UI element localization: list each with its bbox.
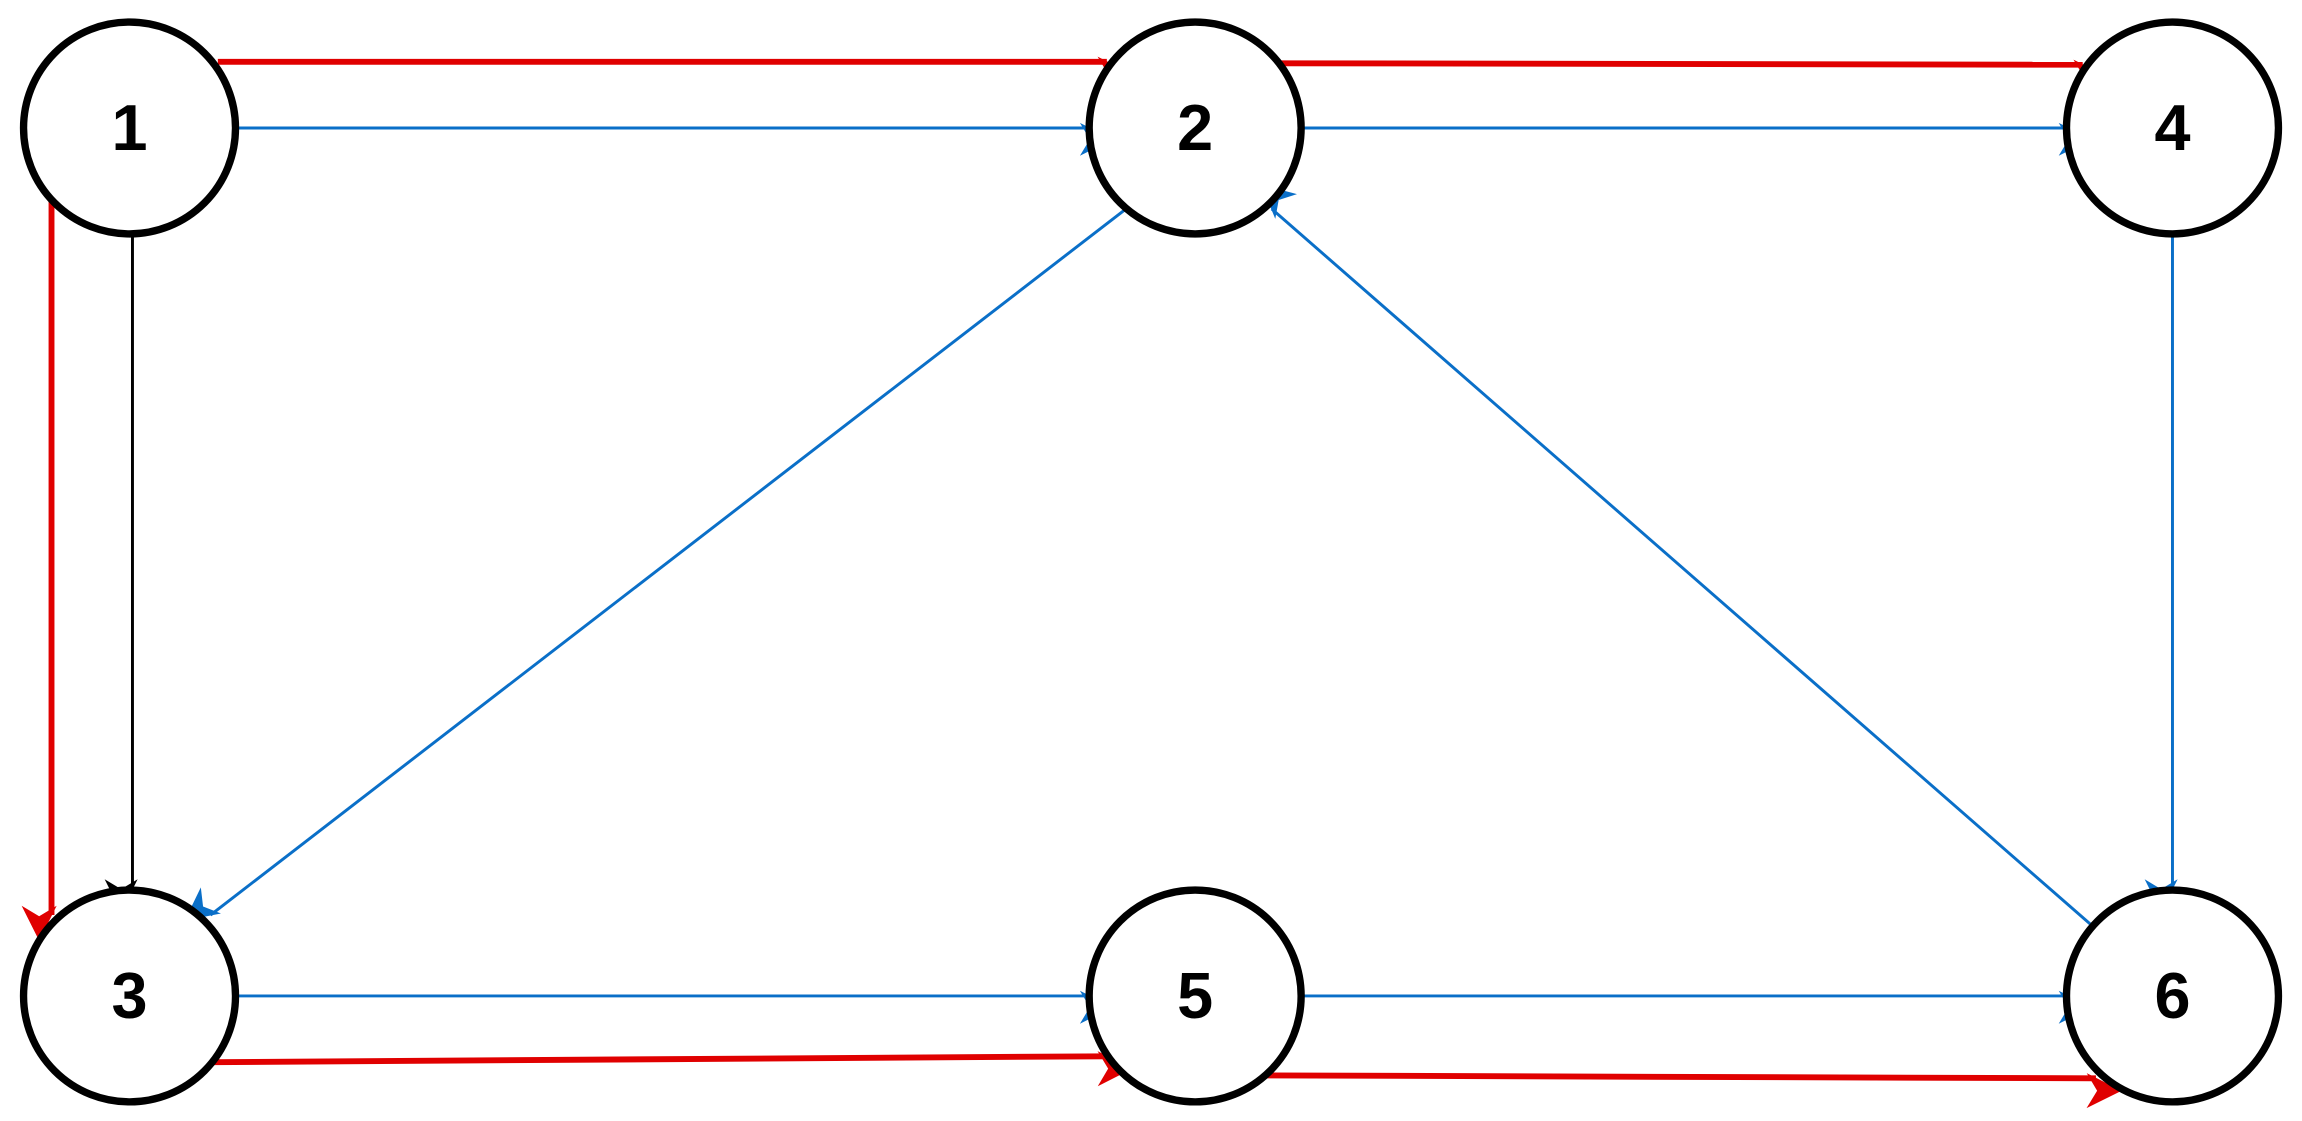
edge-2-to-4-red xyxy=(1280,59,2109,95)
node-6: 6 xyxy=(2062,886,2283,1106)
node-circle xyxy=(2062,886,2283,1106)
node-label: 5 xyxy=(1177,959,1213,1032)
node-label: 3 xyxy=(112,959,148,1032)
node-3: 3 xyxy=(19,886,240,1106)
edge-5-to-6-red xyxy=(1265,1072,2122,1109)
node-2: 2 xyxy=(1085,18,1305,238)
node-5: 5 xyxy=(1085,886,1305,1106)
edge-6-to-2-blue xyxy=(1261,184,2092,925)
node-4: 4 xyxy=(2062,18,2283,238)
node-label: 1 xyxy=(112,91,148,164)
edge-3-to-5-red xyxy=(213,1051,1133,1087)
edge-2-to-3-blue xyxy=(184,207,1127,921)
node-circle xyxy=(1085,886,1305,1106)
node-label: 4 xyxy=(2154,91,2190,164)
node-circle xyxy=(1085,18,1305,238)
node-label: 6 xyxy=(2154,959,2190,1032)
node-circle xyxy=(19,886,240,1106)
node-circle xyxy=(2062,18,2283,238)
node-label: 2 xyxy=(1177,91,1213,164)
node-circle xyxy=(19,18,240,238)
node-1: 1 xyxy=(19,18,240,238)
